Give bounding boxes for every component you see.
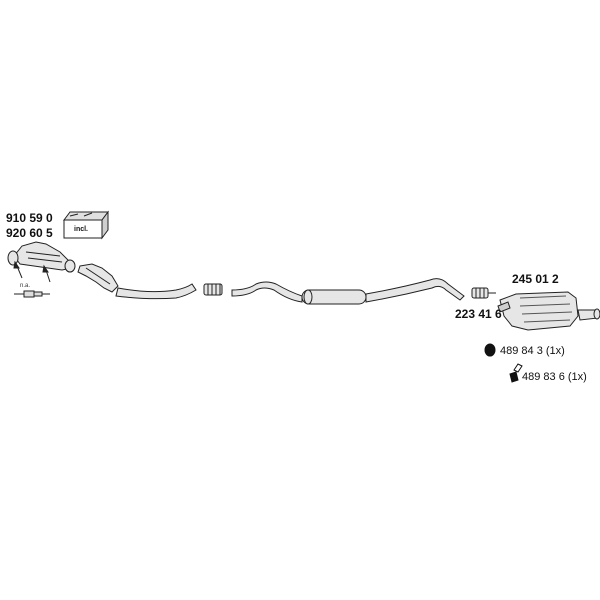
center-pipe	[231, 281, 303, 303]
oxygen-sensor	[14, 290, 50, 298]
middle-silencer	[301, 289, 367, 305]
rear-connector	[471, 287, 496, 299]
intermediate-pipe	[365, 278, 465, 303]
middle-connector	[203, 283, 223, 296]
rear-silencer	[497, 291, 600, 331]
part-number-hanger-b: 489 83 6 (1x)	[522, 371, 587, 383]
part-number-hanger-a: 489 84 3 (1x)	[500, 345, 565, 357]
part-number-catalyst-a: 910 59 0	[6, 211, 53, 225]
front-pipe	[77, 263, 197, 300]
mounting-kit	[63, 210, 109, 240]
kit-included-label: incl.	[74, 226, 89, 233]
hanger-a	[484, 343, 496, 357]
hanger-b	[509, 363, 523, 383]
part-number-rear-silencer: 245 01 2	[512, 272, 559, 286]
catalytic-converter	[7, 241, 76, 273]
part-number-catalyst-b: 920 60 5	[6, 226, 53, 240]
sensor-not-available-label: n.a.	[20, 283, 31, 289]
part-number-connector: 223 41 6	[455, 307, 502, 321]
catalyst-arrows	[13, 260, 51, 283]
